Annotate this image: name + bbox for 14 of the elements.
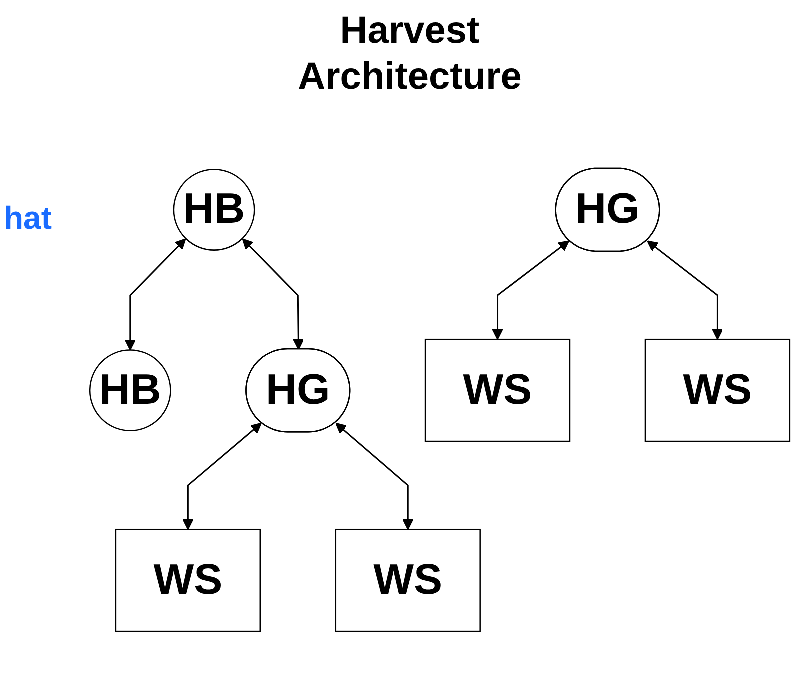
arrow — [242, 238, 304, 350]
node-box: WS — [115, 529, 262, 632]
node-box: WS — [644, 338, 791, 442]
node-circle: HB — [173, 169, 256, 251]
arrow — [124, 238, 186, 351]
arrow — [647, 240, 724, 340]
node-box: WS — [424, 338, 571, 442]
node-box: WS — [335, 529, 481, 632]
arrow — [336, 422, 414, 530]
arrow — [492, 240, 570, 340]
node-circle: HB — [89, 350, 172, 432]
diagram-title: Harvest Architecture — [297, 9, 523, 100]
note-text: hat — [4, 200, 52, 237]
arrow — [182, 422, 262, 530]
